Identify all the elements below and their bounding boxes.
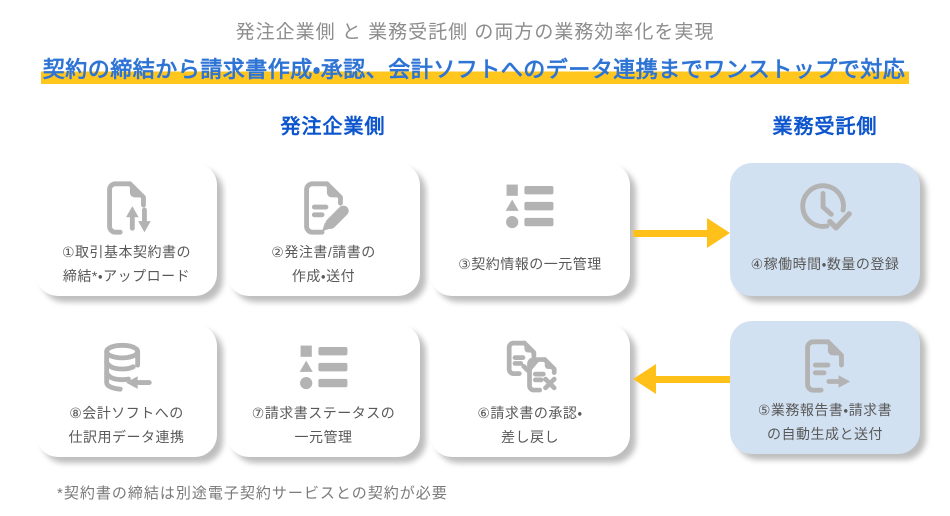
card-label: ③契約情報の一元管理	[458, 239, 602, 290]
document-edit-icon	[293, 177, 355, 239]
card-step-1: ①取引基本契約書の 締結*・アップロード	[36, 163, 217, 296]
card-label-line: 仕訳用データ連携	[68, 428, 185, 445]
card-step-3: ③契約情報の一元管理	[430, 163, 630, 296]
card-label-line: ⑦請求書ステータスの	[251, 404, 396, 421]
card-label: ②発注書/請書の 作成・送付	[271, 239, 375, 290]
card-step-7: ⑦請求書ステータスの 一元管理	[227, 324, 420, 457]
card-label-line: 差し戻し	[501, 428, 559, 445]
diagram-title: 発注企業側 と 業務受託側 の両方の業務効率化を実現	[235, 22, 715, 43]
card-step-6: ⑥請求書の承認・ 差し戻し	[430, 324, 630, 457]
subtitle-highlight: 契約の締結から請求書作成・承認、会計ソフトへのデータ連携までワンストップで対応	[40, 57, 910, 84]
card-step-4: ④稼働時間・数量の登録	[730, 163, 920, 296]
flow-arrow-left-icon	[633, 364, 730, 394]
card-label-line: ③契約情報の一元管理	[458, 255, 602, 272]
document-send-icon	[794, 335, 856, 397]
list-icon	[294, 338, 354, 400]
arrow-head	[633, 364, 656, 394]
card-label-line: ⑧会計ソフトへの	[69, 404, 184, 421]
card-label: ⑦請求書ステータスの 一元管理	[252, 400, 396, 451]
arrow-head	[707, 218, 730, 248]
card-label: ⑥請求書の承認・ 差し戻し	[477, 400, 582, 451]
footnote: *契約書の締結は別途電子契約サービスとの契約が必要	[57, 485, 448, 502]
card-label-line: ①取引基本契約書の	[61, 243, 192, 260]
card-label-line: ⑤業務報告書・請求書	[757, 401, 893, 418]
arrow-shaft	[633, 229, 710, 237]
card-step-2: ②発注書/請書の 作成・送付	[227, 163, 420, 296]
card-step-5: ⑤業務報告書・請求書 の自動生成と送付	[730, 321, 920, 454]
card-label-line: の自動生成と送付	[767, 425, 883, 442]
card-label-line: ④稼働時間・数量の登録	[750, 255, 900, 272]
right-column-header: 業務受託側	[772, 116, 878, 138]
arrow-shaft	[653, 375, 730, 383]
flow-arrow-right-icon	[633, 218, 730, 248]
left-column-header: 発注企業側	[280, 116, 386, 138]
card-label: ⑧会計ソフトへの 仕訳用データ連携	[69, 400, 185, 451]
documents-approve-reject-icon	[499, 338, 561, 400]
card-label-line: ②発注書/請書の	[271, 243, 376, 260]
card-label-line: 作成・送付	[291, 267, 356, 284]
card-label-line: 締結*・アップロード	[62, 267, 191, 284]
card-step-8: ⑧会計ソフトへの 仕訳用データ連携	[36, 324, 217, 457]
card-label: ①取引基本契約書の 締結*・アップロード	[62, 239, 191, 290]
card-label: ⑤業務報告書・請求書 の自動生成と送付	[758, 397, 892, 448]
card-label-line: ⑥請求書の承認・	[477, 404, 583, 421]
document-upload-download-icon	[96, 177, 158, 239]
diagram-subtitle: 契約の締結から請求書作成・承認、会計ソフトへのデータ連携までワンストップで対応	[0, 52, 950, 84]
list-icon	[500, 177, 560, 239]
card-label: ④稼働時間・数量の登録	[751, 239, 900, 290]
card-label-line: 一元管理	[294, 428, 353, 445]
clock-check-icon	[794, 177, 856, 239]
database-import-icon	[96, 338, 158, 400]
